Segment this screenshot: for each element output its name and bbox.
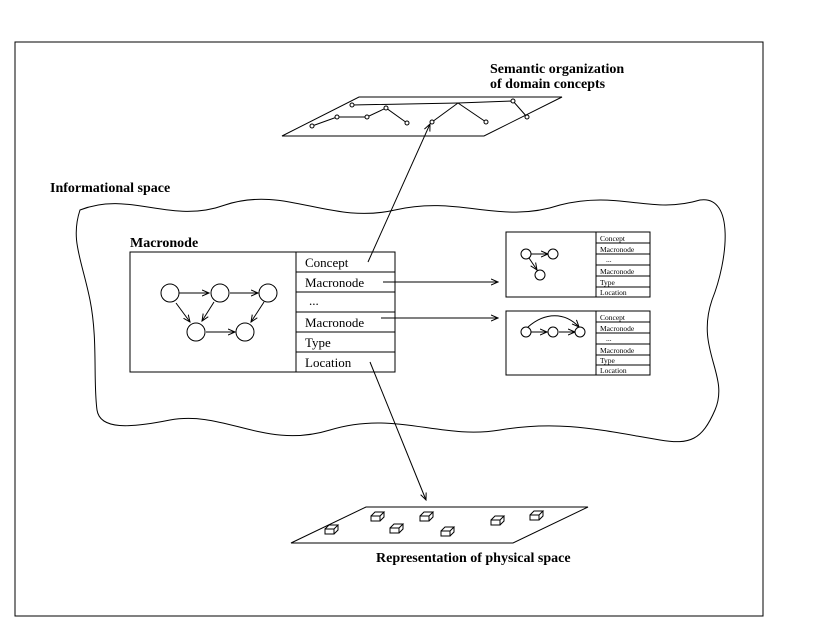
physical-object-box: [490, 515, 506, 526]
physical-objects: [324, 510, 545, 537]
physical-plane: [290, 506, 589, 544]
macronode-field-lines: [296, 271, 395, 353]
physical-object-box: [370, 511, 386, 522]
physical-space-label: Representation of physical space: [376, 551, 571, 566]
mini1-field-type: Type: [600, 278, 616, 287]
mini1-field-concept: Concept: [600, 234, 626, 243]
physical-object-box: [324, 524, 340, 535]
outer-frame: [14, 41, 764, 617]
informational-space-blob: [75, 198, 726, 443]
field-macronode-2: Macronode: [305, 315, 364, 330]
mini1-field-macronode-2: Macronode: [600, 267, 635, 276]
mini1-field-ellipsis: ...: [606, 255, 612, 264]
mini-macronode-1: [505, 231, 651, 298]
arrow-location-to-physical: [369, 361, 426, 500]
macronode-graph: [160, 283, 278, 342]
field-concept: Concept: [305, 255, 349, 270]
mini2-field-macronode-2: Macronode: [600, 346, 635, 355]
semantic-plane: [281, 96, 563, 137]
field-location: Location: [305, 355, 352, 370]
physical-object-box: [419, 511, 435, 522]
mini2-field-concept: Concept: [600, 313, 626, 322]
field-type: Type: [305, 335, 331, 350]
mini1-field-macronode-1: Macronode: [600, 245, 635, 254]
mini2-field-ellipsis: ...: [606, 334, 612, 343]
mini2-field-macronode-1: Macronode: [600, 324, 635, 333]
macronode-label: Macronode: [130, 236, 198, 251]
arrow-concept-to-semantic: [367, 124, 430, 263]
mini2-field-location: Location: [600, 366, 627, 375]
informational-space-label: Informational space: [50, 181, 170, 196]
mini1-field-location: Location: [600, 288, 627, 297]
mini2-field-type: Type: [600, 356, 616, 365]
semantic-title-line2: of domain concepts: [490, 77, 606, 92]
physical-object-box: [529, 510, 545, 521]
mini-macronode-2: [505, 310, 651, 376]
physical-object-box: [389, 523, 405, 534]
physical-object-box: [440, 526, 456, 537]
field-ellipsis: ...: [309, 293, 319, 308]
semantic-title-line1: Semantic organization: [490, 62, 624, 77]
field-macronode-1: Macronode: [305, 275, 364, 290]
